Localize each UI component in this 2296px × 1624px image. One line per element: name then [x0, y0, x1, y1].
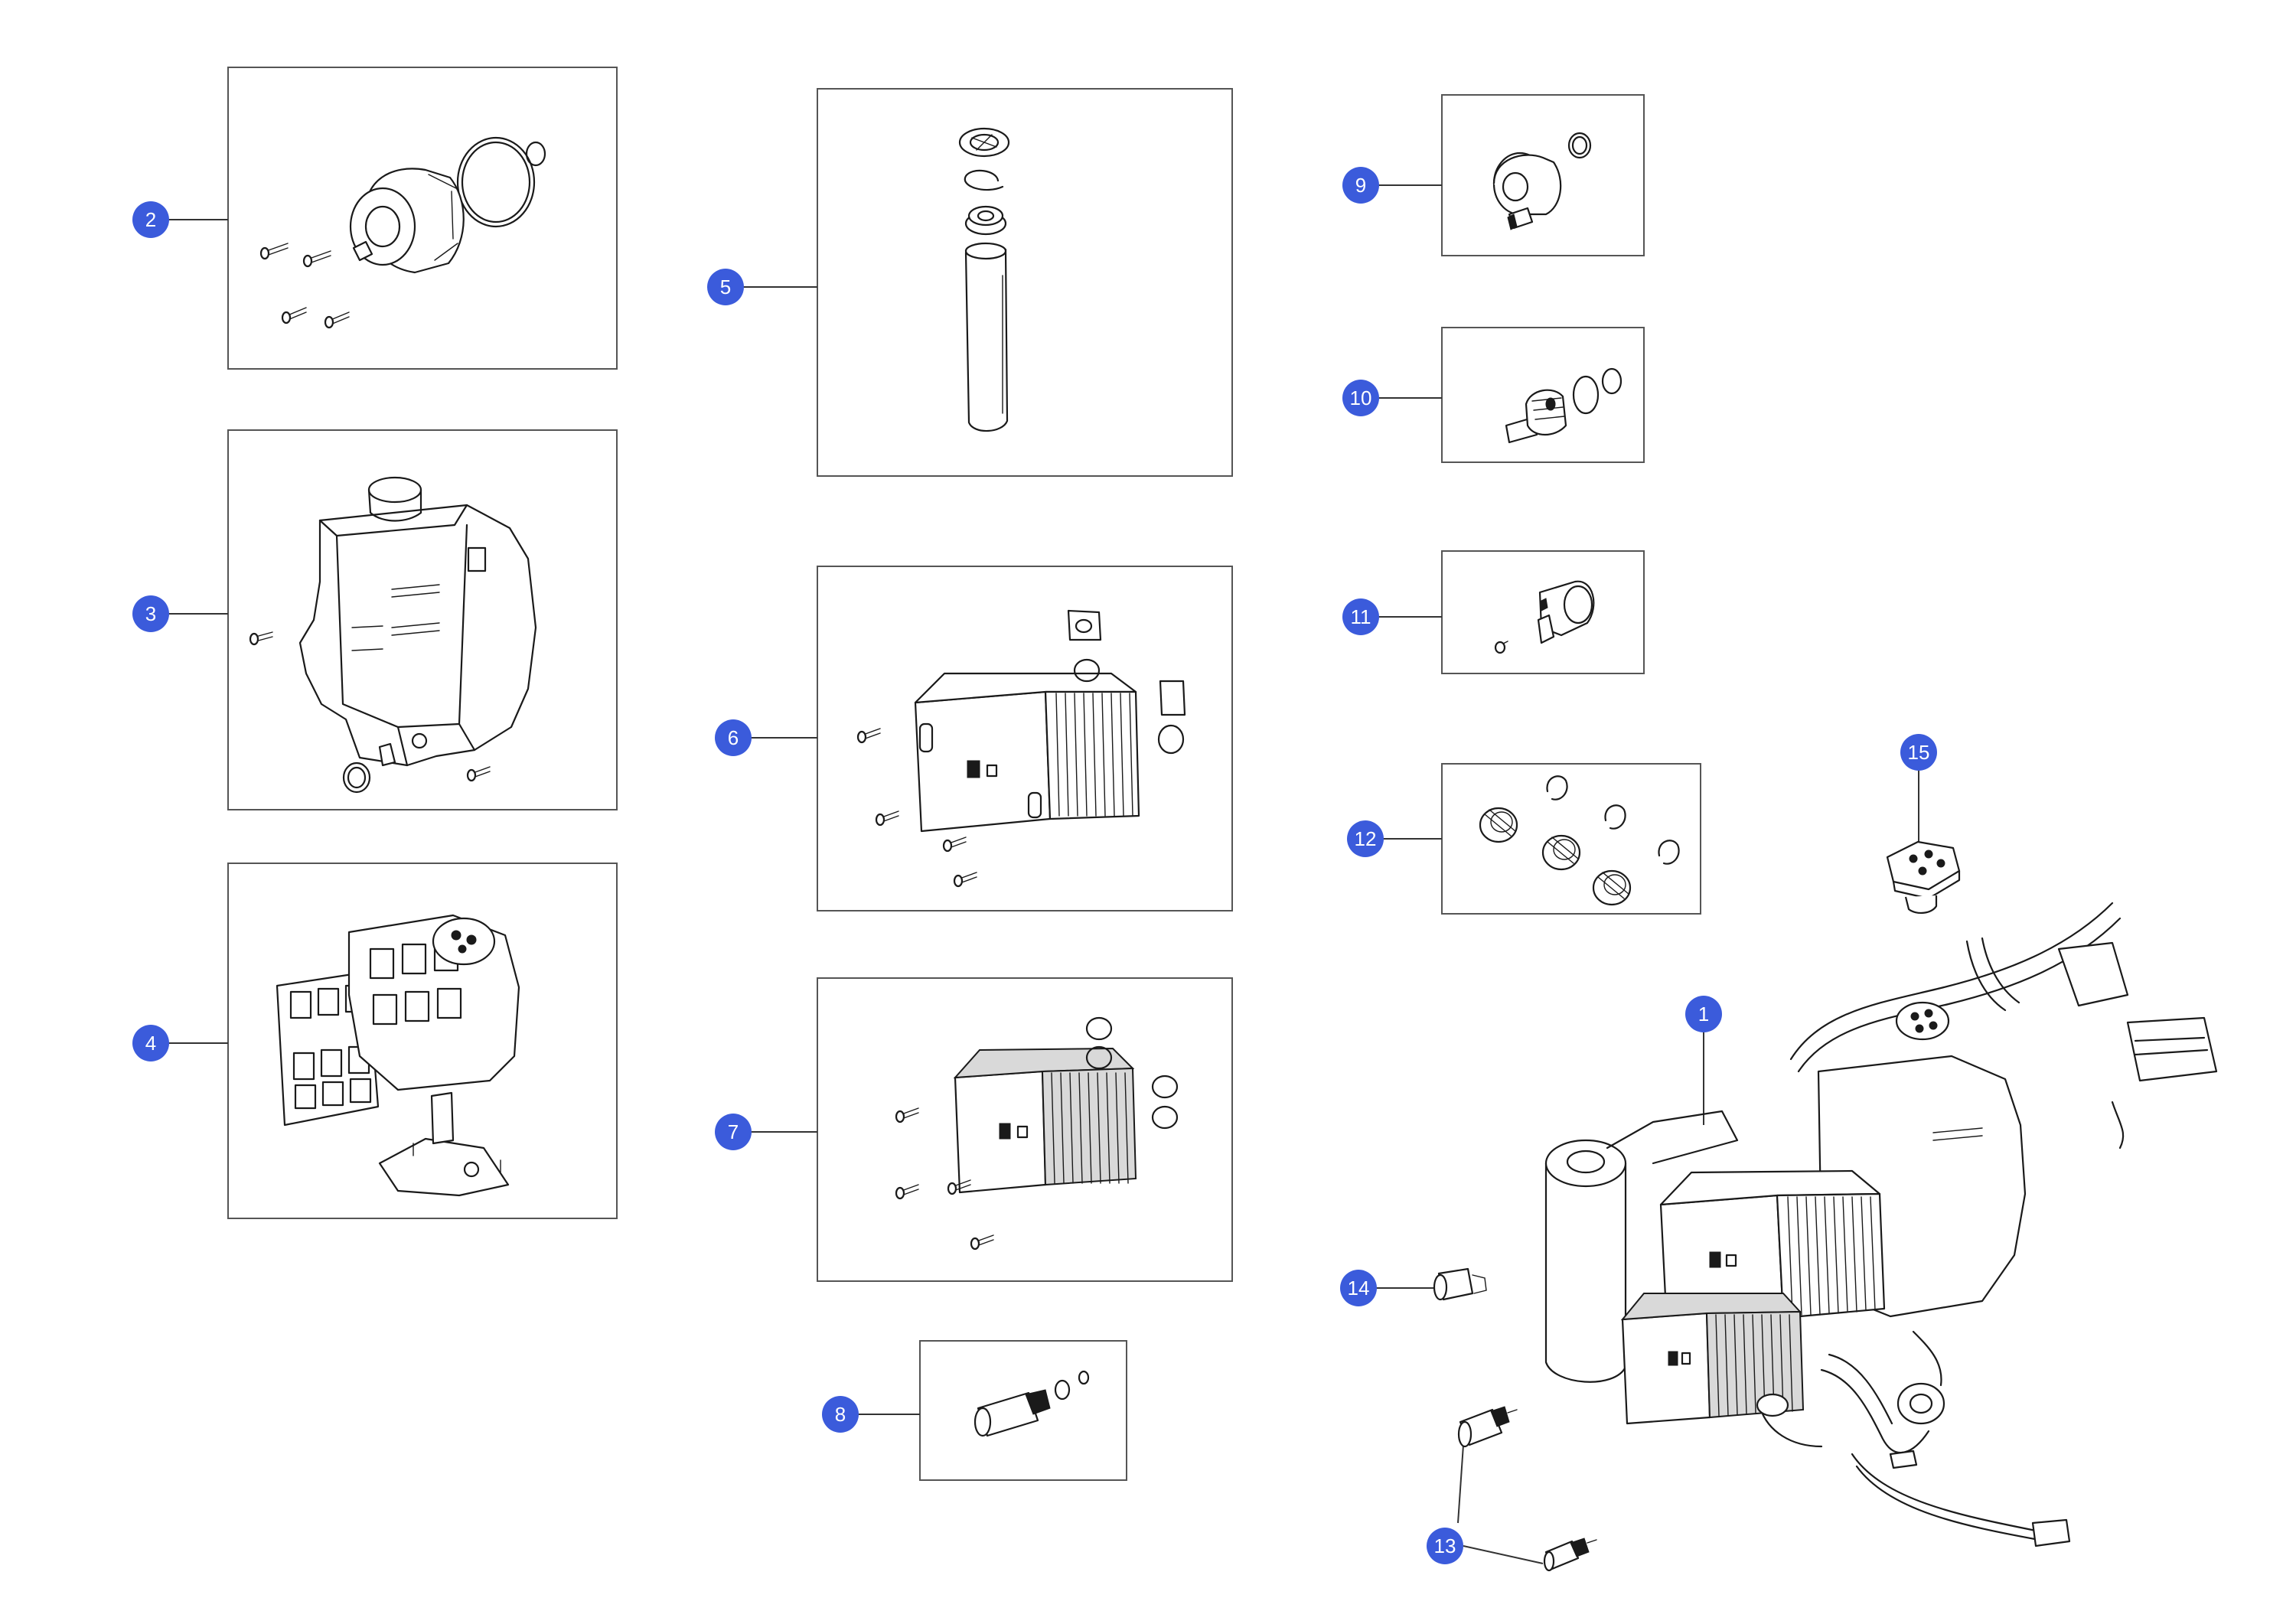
part-6-cooler-illustration: [856, 609, 1186, 888]
callout-5[interactable]: 5: [707, 269, 744, 305]
part-10-valve-illustration: [1505, 367, 1623, 444]
callout-11-label: 11: [1351, 605, 1371, 628]
part-1-module-assembly-illustration: [1544, 902, 2218, 1547]
part-11-sensor-illustration: [1494, 580, 1595, 654]
callout-3[interactable]: 3: [132, 595, 169, 632]
callout-1[interactable]: 1: [1685, 996, 1722, 1032]
callout-12[interactable]: 12: [1347, 820, 1384, 857]
callout-14[interactable]: 14: [1340, 1270, 1377, 1306]
callout-9[interactable]: 9: [1342, 167, 1379, 204]
callout-10[interactable]: 10: [1342, 380, 1379, 416]
callout-15-label: 15: [1908, 741, 1930, 764]
callout-13-label: 13: [1434, 1534, 1456, 1557]
callout-8[interactable]: 8: [822, 1396, 859, 1433]
part-15-cap-illustration: [1886, 840, 1961, 914]
callout-5-label: 5: [720, 276, 731, 298]
callout-14-label: 14: [1348, 1277, 1370, 1300]
part-8-sensor-illustration: [974, 1370, 1090, 1437]
part-5-filter-illustration: [958, 127, 1010, 432]
callout-3-label: 3: [145, 602, 156, 625]
callout-6[interactable]: 6: [715, 719, 752, 756]
callout-4[interactable]: 4: [132, 1025, 169, 1061]
callout-2[interactable]: 2: [132, 201, 169, 238]
part-9-sensor-illustration: [1492, 132, 1592, 230]
callout-11[interactable]: 11: [1342, 598, 1379, 635]
part-13-sensors-illustration: [1457, 1406, 1597, 1572]
callout-6-label: 6: [728, 726, 739, 749]
part-2-pump-illustration: [259, 136, 546, 329]
callout-2-label: 2: [145, 208, 156, 231]
callout-4-label: 4: [145, 1032, 156, 1055]
callout-7[interactable]: 7: [715, 1114, 752, 1150]
callout-8-label: 8: [835, 1403, 846, 1426]
part-box-5: [817, 88, 1233, 477]
callout-13[interactable]: 13: [1427, 1528, 1463, 1564]
part-3-tank-illustration: [249, 476, 537, 794]
part-12-plugs-illustration: [1479, 775, 1680, 906]
callout-1-label: 1: [1698, 1003, 1709, 1026]
part-4-housing-illustration: [276, 914, 520, 1197]
callout-10-label: 10: [1350, 386, 1372, 409]
callout-7-label: 7: [728, 1120, 739, 1143]
callout-9-label: 9: [1355, 174, 1366, 197]
part-7-cooler-illustration: [895, 1016, 1179, 1251]
part-14-sensor-illustration: [1433, 1267, 1487, 1301]
callout-12-label: 12: [1355, 827, 1377, 850]
callout-15[interactable]: 15: [1900, 734, 1937, 771]
